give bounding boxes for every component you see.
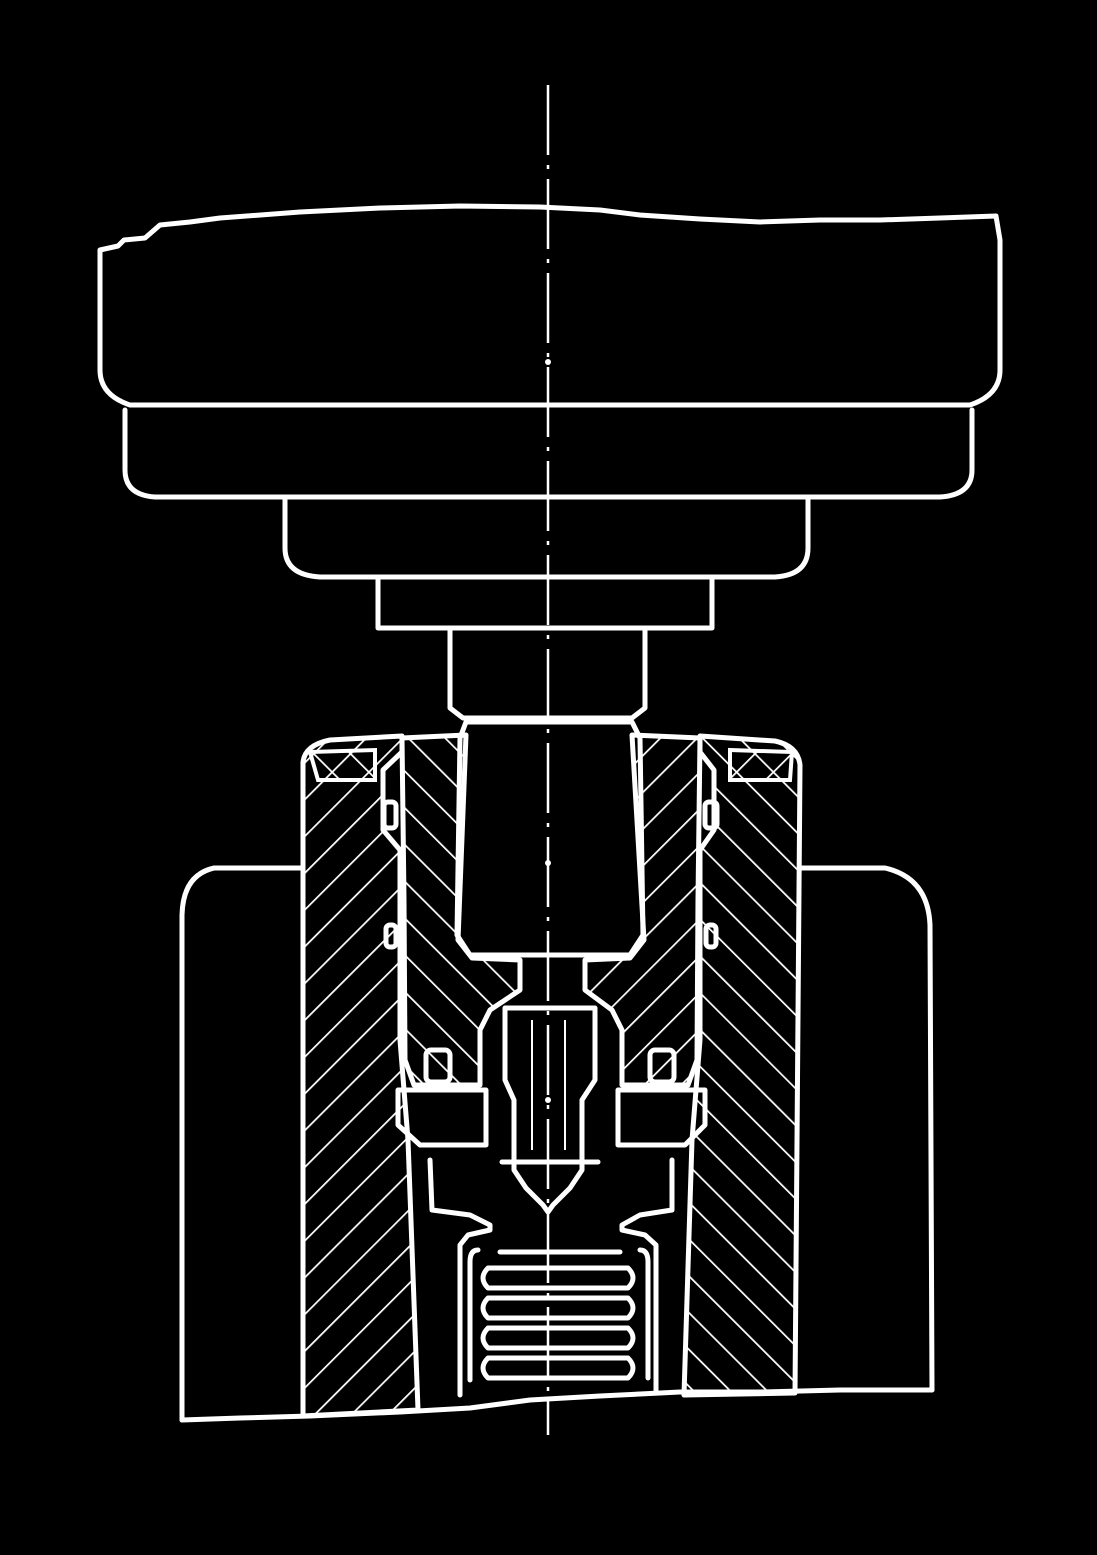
guide-bore xyxy=(454,719,646,958)
upper-housing xyxy=(97,203,1003,408)
bellows-spring xyxy=(467,1247,651,1383)
axis-dot-2 xyxy=(545,860,551,866)
collar xyxy=(375,577,715,631)
seal-ring-left-upper xyxy=(381,799,399,831)
seal-ring-right-upper xyxy=(702,799,720,831)
axis-dot-1 xyxy=(545,359,551,365)
pin-left xyxy=(423,1047,453,1085)
seat-insert-left xyxy=(395,1087,489,1148)
outer-casing-right xyxy=(797,865,935,1393)
flange-ring-left xyxy=(307,747,377,782)
pin-right xyxy=(647,1047,677,1085)
seal-ring-left-lower xyxy=(383,922,399,950)
seat-insert-right xyxy=(615,1087,708,1148)
lower-cavity-left xyxy=(427,1157,493,1398)
needle-body xyxy=(502,1005,598,1215)
seal-ring-right-lower xyxy=(703,922,719,950)
break-line xyxy=(179,1387,935,1423)
lower-cavity-right xyxy=(619,1157,675,1395)
outer-casing-left xyxy=(179,865,306,1423)
flange-ring-right xyxy=(728,747,795,782)
outer-hatched-sleeve-right xyxy=(681,733,803,1398)
axis-dot-3 xyxy=(545,1097,551,1103)
lower-step xyxy=(282,497,811,580)
outer-hatched-sleeve-left xyxy=(300,733,421,1419)
